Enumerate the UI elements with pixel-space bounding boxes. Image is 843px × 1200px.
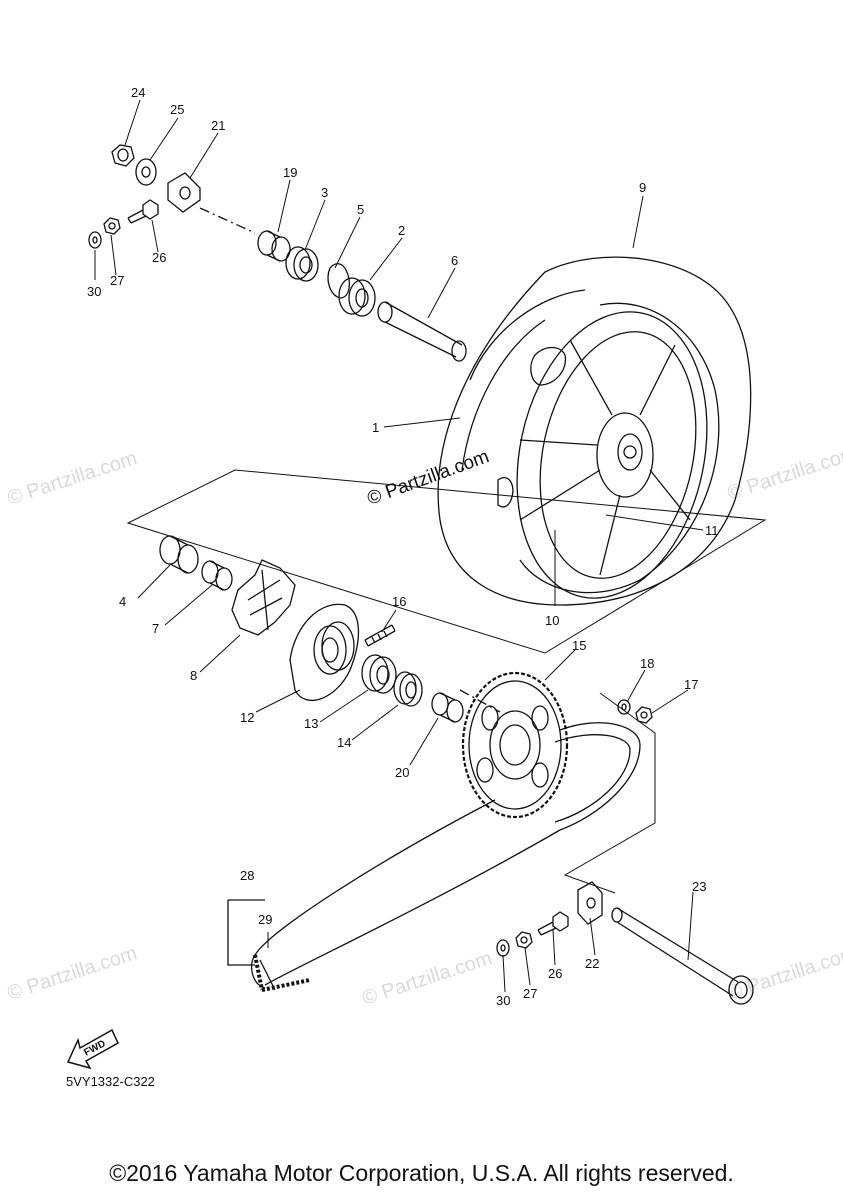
rear-wheel-tire (438, 257, 751, 616)
leader-lines (95, 100, 703, 992)
washer-25 (136, 159, 156, 185)
circlip-5 (328, 264, 349, 298)
bracket-28-29 (228, 900, 265, 965)
watermark-text: © Partzilla.com (5, 447, 140, 510)
spacer-6 (378, 302, 466, 361)
copyright-notice: ©2016 Yamaha Motor Corporation, U.S.A. A… (109, 1160, 734, 1186)
callout-29: 29 (258, 912, 272, 927)
bearing-3 (286, 247, 318, 281)
callout-12: 12 (240, 710, 254, 725)
axle-assembly-frame (565, 693, 655, 893)
callout-11: 11 (705, 523, 719, 538)
callout-26-top: 26 (152, 250, 166, 265)
bolt-26-top (128, 200, 158, 223)
callout-17: 17 (684, 677, 698, 692)
adjuster-plate-21 (168, 173, 200, 212)
adjuster-plate-22 (578, 882, 602, 924)
callout-30-top: 30 (87, 284, 101, 299)
callout-27-bottom: 27 (523, 986, 537, 1001)
wheel-hub (597, 413, 653, 497)
callout-1: 1 (372, 420, 379, 435)
nut-24 (112, 145, 134, 166)
callout-15: 15 (572, 638, 586, 653)
callout-6: 6 (451, 253, 458, 268)
nut-17 (636, 707, 652, 723)
callout-2: 2 (398, 223, 405, 238)
callout-7: 7 (152, 621, 159, 636)
callout-16: 16 (392, 594, 406, 609)
nut-27-top (104, 218, 120, 234)
callout-3: 3 (321, 185, 328, 200)
callout-23: 23 (692, 879, 706, 894)
watermark-text: © Partzilla.com (5, 942, 140, 1005)
callout-8: 8 (190, 668, 197, 683)
callout-25: 25 (170, 102, 184, 117)
axis-dash-top (200, 208, 255, 233)
bolt-26-bottom (538, 912, 568, 935)
washer-30-bottom (497, 940, 509, 956)
callout-13: 13 (304, 716, 318, 731)
watermark-text: © Partzilla.com (725, 942, 843, 1005)
washer-18 (618, 700, 630, 714)
watermark-text: © Partzilla.com (725, 442, 843, 505)
nut-27-bottom (516, 932, 532, 948)
drive-chain-28 (252, 723, 640, 990)
axle-23 (612, 908, 753, 1004)
wheel-rim (492, 294, 732, 616)
callout-28: 28 (240, 868, 254, 883)
watermark-text: © Partzilla.com (360, 947, 495, 1010)
callout-27-top: 27 (110, 273, 124, 288)
callout-24: 24 (131, 85, 145, 100)
callout-5: 5 (357, 202, 364, 217)
sprocket-15 (463, 673, 567, 817)
callout-30-bottom: 30 (496, 993, 510, 1008)
callout-22: 22 (585, 956, 599, 971)
callout-10: 10 (545, 613, 559, 628)
callout-18: 18 (640, 656, 654, 671)
partzilla-watermark: © Partzilla.com (365, 446, 492, 510)
oil-seal-14 (394, 672, 422, 706)
callout-21: 21 (211, 118, 225, 133)
callout-19: 19 (283, 165, 297, 180)
bearing-4 (160, 536, 198, 573)
callout-labels: 24 25 21 19 3 5 2 6 9 1 11 10 4 7 8 16 1… (87, 85, 719, 1008)
axis-dash-axle (460, 690, 500, 712)
collar-20 (432, 693, 463, 722)
damper-8 (232, 560, 295, 635)
clutch-hub-12 (290, 604, 358, 700)
bearing-13 (362, 655, 396, 693)
callout-4: 4 (119, 594, 126, 609)
stud-16 (365, 625, 395, 646)
hub-assembly-frame (128, 470, 765, 653)
callout-20: 20 (395, 765, 409, 780)
callout-26-bottom: 26 (548, 966, 562, 981)
callout-14: 14 (337, 735, 351, 750)
fwd-arrow-icon: FWD (68, 1030, 118, 1068)
washer-30-top (89, 232, 101, 248)
collar-7 (202, 561, 232, 590)
diagram-code: 5VY1332-C322 (66, 1074, 155, 1089)
bearing-2 (339, 278, 375, 316)
collar-19 (258, 231, 290, 261)
callout-9: 9 (639, 180, 646, 195)
